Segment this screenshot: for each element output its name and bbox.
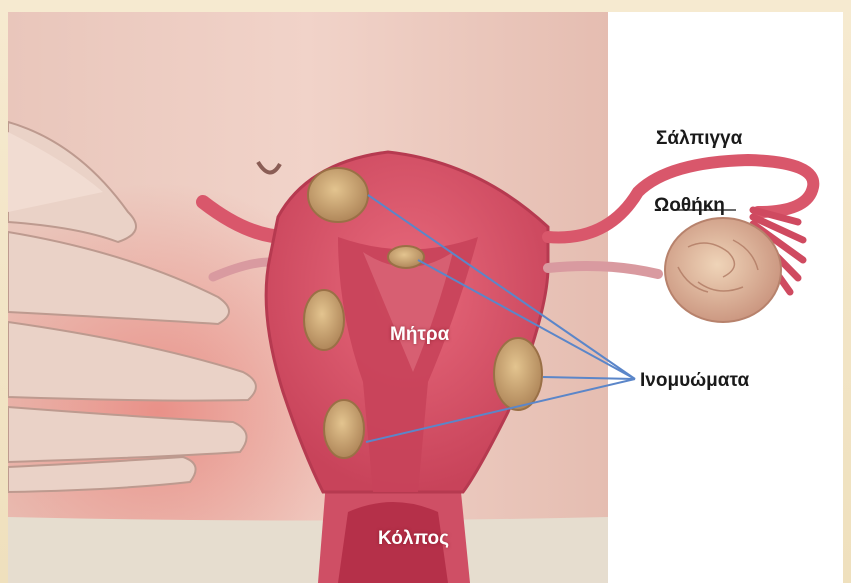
fibroid-small [388,246,424,268]
fibroid-left [304,290,344,350]
waistband [8,517,608,583]
vagina-label: Κόλπος [378,529,449,548]
fibroid-right [494,338,542,410]
fibroid-top [308,168,368,222]
uterus-label: Μήτρα [390,325,449,344]
uterus-illustration [8,12,843,583]
ovary [665,218,781,322]
fallopian-tube-label: Σάλπιγγα [656,129,742,148]
fibroids-label: Ινομυώματα [640,371,749,390]
anatomy-canvas: Σάλπιγγα Ωοθήκη Μήτρα Ινομυώματα Κόλπος [8,12,843,583]
fibroid-bottom [324,400,364,458]
ovary-label: Ωοθήκη [654,196,725,215]
